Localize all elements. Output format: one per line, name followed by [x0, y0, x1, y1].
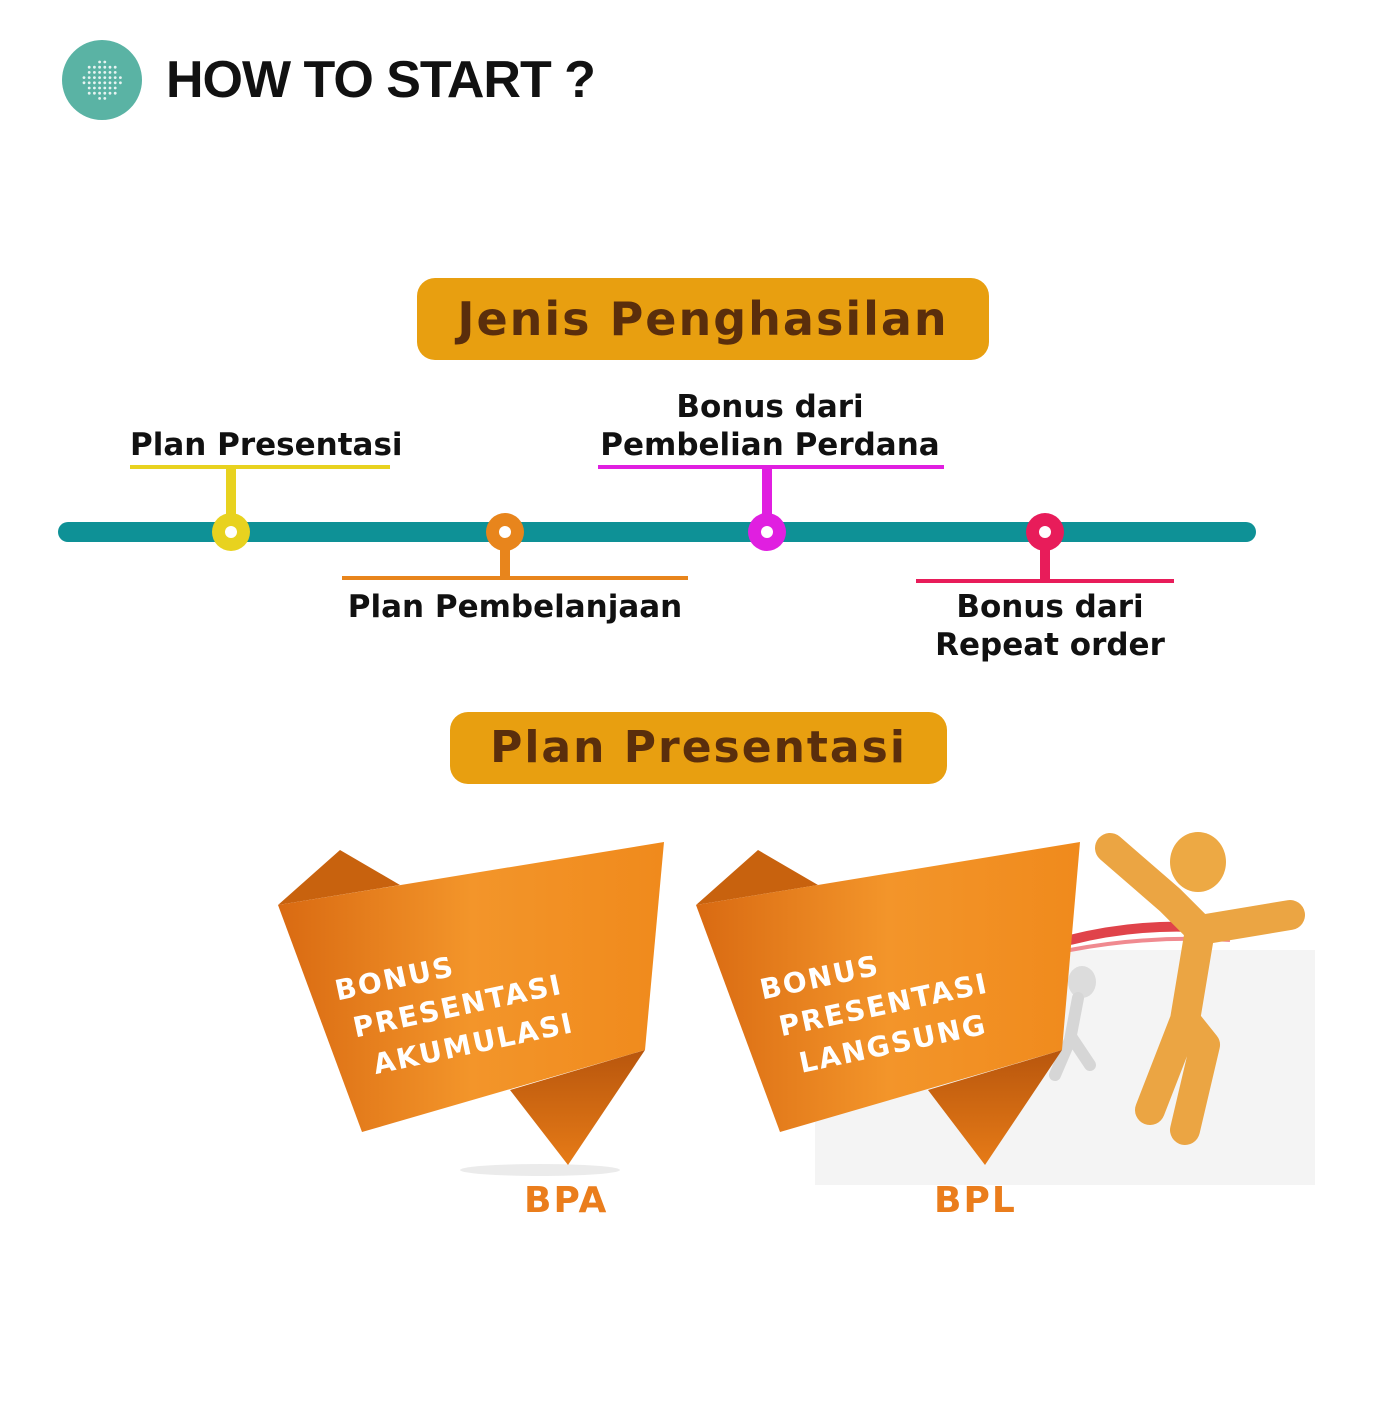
node-center: [499, 526, 511, 538]
small-figure-body: [1049, 992, 1096, 1081]
figure-body: [1095, 833, 1305, 1145]
icon-dot: [87, 76, 91, 79]
icon-dot: [103, 65, 107, 69]
icon-dot: [93, 76, 96, 79]
code-label-bpa: BPA: [524, 1180, 609, 1221]
icon-dot: [87, 81, 91, 85]
icon-dot: [103, 91, 107, 95]
page-title: HOW TO START ?: [166, 51, 596, 109]
icon-dot: [98, 71, 101, 74]
icon-dot: [93, 81, 96, 85]
icon-dot: [103, 81, 107, 85]
ribbon-body: [696, 842, 1080, 1132]
icon-dot: [108, 81, 112, 85]
node-center: [761, 526, 773, 538]
icon-dot: [119, 81, 122, 85]
dot-grid-icon: [62, 40, 142, 120]
icon-dot: [98, 86, 101, 90]
label-plan-pembelanjaan: Plan Pembelanjaan: [347, 589, 683, 625]
icon-dot: [113, 65, 117, 69]
icon-dot: [119, 76, 122, 79]
icon-dot: [98, 76, 101, 79]
icon-dot: [113, 81, 117, 85]
icon-dot: [103, 60, 107, 64]
label-bonus-pembelian-perdana: Bonus dari Pembelian Perdana: [590, 388, 950, 464]
icon-dot: [87, 65, 91, 69]
icon-dot: [108, 71, 112, 74]
label-line: Repeat order: [935, 627, 1165, 663]
icon-dot: [98, 97, 101, 100]
icon-dot: [93, 91, 96, 95]
label-line: Pembelian Perdana: [600, 427, 940, 463]
ribbon-shadow: [460, 1164, 620, 1176]
ribbon-bpl: BONUS PRESENTASI LANGSUNG: [696, 842, 1080, 1165]
icon-dot: [82, 81, 86, 85]
ribbon-tail: [510, 1050, 645, 1165]
icon-dot: [103, 71, 107, 74]
icon-dot: [108, 91, 112, 95]
small-figure-head: [1068, 966, 1096, 998]
icon-dot: [113, 71, 117, 74]
icon-dot: [82, 76, 86, 79]
ribbon-tail: [928, 1050, 1062, 1165]
icon-dot: [113, 86, 117, 90]
icon-dot: [87, 86, 91, 90]
icon-dot: [93, 65, 96, 69]
icon-dot: [103, 76, 107, 79]
ribbon-banners: BONUS PRESENTASI AKUMULASI BONUS PRESENT…: [278, 832, 1315, 1185]
icon-dot: [113, 76, 117, 79]
section-title-jenis-penghasilan: Jenis Penghasilan: [417, 278, 989, 360]
label-line: Bonus dari: [956, 589, 1144, 625]
icon-dot: [87, 71, 91, 74]
icon-dot: [103, 86, 107, 90]
icon-dot: [103, 97, 107, 100]
ribbon-fold-top: [696, 850, 818, 905]
figure-head: [1170, 832, 1226, 892]
label-line: Bonus dari: [676, 389, 864, 425]
icon-dot: [98, 60, 101, 64]
ribbon-bpa: BONUS PRESENTASI AKUMULASI: [278, 842, 664, 1176]
ribbon-body: [278, 842, 664, 1132]
icon-dot: [98, 81, 101, 85]
icon-dot: [113, 91, 117, 95]
icon-dot: [87, 91, 91, 95]
icon-dot: [108, 65, 112, 69]
label-bonus-repeat-order: Bonus dari Repeat order: [900, 588, 1200, 664]
icon-dot: [98, 65, 101, 69]
node-center: [225, 526, 237, 538]
label-plan-presentasi: Plan Presentasi: [130, 427, 403, 463]
icon-dot: [93, 71, 96, 74]
node-center: [1039, 526, 1051, 538]
icon-dot: [93, 86, 96, 90]
dot-grid-icon-svg: [82, 60, 122, 100]
icon-dot: [108, 86, 112, 90]
code-label-bpl: BPL: [934, 1180, 1017, 1221]
icon-dot: [98, 91, 101, 95]
ribbon-fold-top: [278, 850, 400, 905]
section-title-plan-presentasi: Plan Presentasi: [450, 712, 947, 784]
icon-dot: [108, 76, 112, 79]
timeline-diagram: [58, 465, 1256, 583]
